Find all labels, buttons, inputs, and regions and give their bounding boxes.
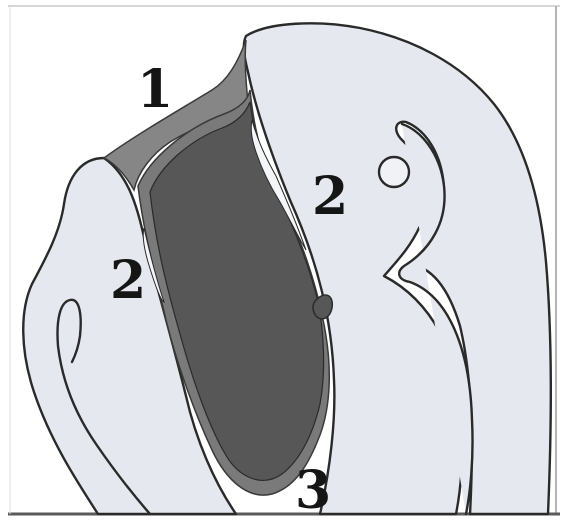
small-circle-marker [379,157,409,187]
label-region-3: 3 [295,460,331,521]
label-region-1: 1 [137,59,173,120]
label-region-2-left: 2 [110,250,146,311]
label-region-2-right: 2 [312,166,348,227]
